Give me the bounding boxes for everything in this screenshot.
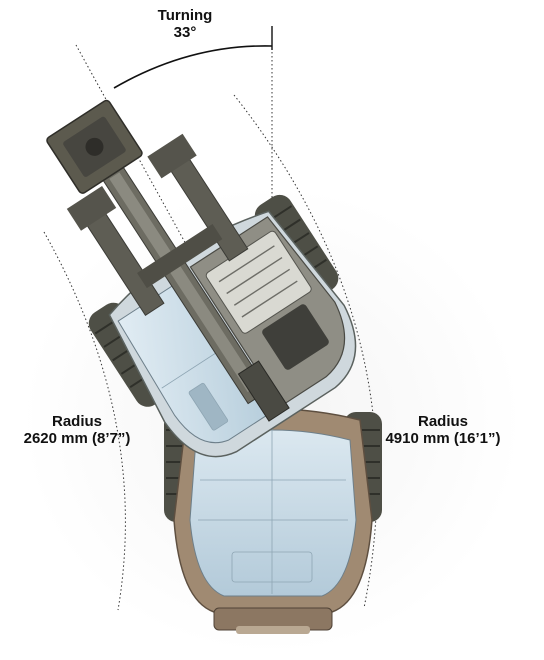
- hydraulic-ram: [237, 360, 290, 422]
- outer-radius-value: 4910 mm (16’1”): [385, 430, 501, 447]
- outer-radius-title: Radius: [417, 413, 468, 430]
- radiator-box: [262, 304, 329, 370]
- outer-radius-arc: [233, 94, 378, 609]
- cab-glass: [117, 278, 270, 444]
- inner-radius-label: Radius 2620 mm (8’7”): [22, 413, 132, 447]
- turning-angle-arc: [113, 45, 273, 89]
- turning-angle-value: 33°: [173, 24, 197, 41]
- turning-title: Turning: [157, 7, 213, 24]
- inner-radius-title: Radius: [51, 413, 102, 430]
- turning-angle-label: Turning 33°: [140, 7, 230, 41]
- inner-radius-arc: [43, 231, 126, 611]
- outer-radius-label: Radius 4910 mm (16’1”): [378, 413, 508, 447]
- inner-radius-value: 2620 mm (8’7”): [23, 430, 131, 447]
- front-frame: [46, 99, 357, 458]
- rear-frame: [164, 408, 382, 634]
